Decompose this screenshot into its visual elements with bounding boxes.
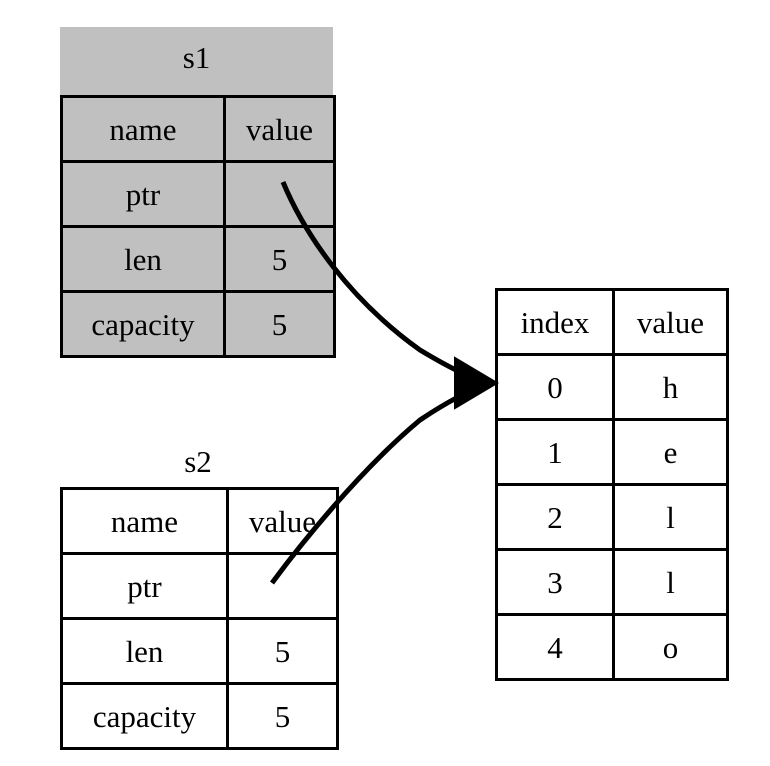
s1-table: name value ptr len 5 capacity 5 xyxy=(60,95,336,358)
array-row-3-value: l xyxy=(612,548,729,616)
s1-row-len-name: len xyxy=(60,225,226,293)
s1-row-capacity-value: 5 xyxy=(223,290,336,358)
table-row: 2 l xyxy=(495,483,729,551)
s2-title: s2 xyxy=(184,444,212,479)
s1-row-len-value: 5 xyxy=(223,225,336,293)
s1-title-background xyxy=(60,27,333,95)
array-row-1-index: 1 xyxy=(495,418,615,486)
array-header-value: value xyxy=(612,288,729,356)
table-row: len 5 xyxy=(60,225,336,293)
array-row-3-index: 3 xyxy=(495,548,615,616)
s1-row-capacity-name: capacity xyxy=(60,290,226,358)
array-row-4-index: 4 xyxy=(495,613,615,681)
table-row: name value xyxy=(60,487,339,555)
array-row-0-index: 0 xyxy=(495,353,615,421)
array-row-4-value: o xyxy=(612,613,729,681)
table-row: ptr xyxy=(60,160,336,228)
s2-row-len-value: 5 xyxy=(226,617,339,685)
s1-header-value: value xyxy=(223,95,336,163)
s2-row-capacity-value: 5 xyxy=(226,682,339,750)
table-row: index value xyxy=(495,288,729,356)
table-row: ptr xyxy=(60,552,339,620)
table-row: name value xyxy=(60,95,336,163)
s1-header-name: name xyxy=(60,95,226,163)
s1-row-ptr-name: ptr xyxy=(60,160,226,228)
s2-row-len-name: len xyxy=(60,617,229,685)
s2-row-ptr-value xyxy=(226,552,339,620)
s2-table: name value ptr len 5 capacity 5 xyxy=(60,487,339,750)
s2-row-ptr-name: ptr xyxy=(60,552,229,620)
table-row: capacity 5 xyxy=(60,290,336,358)
s2-row-capacity-name: capacity xyxy=(60,682,229,750)
table-row: 4 o xyxy=(495,613,729,681)
array-row-2-value: l xyxy=(612,483,729,551)
table-row: 1 e xyxy=(495,418,729,486)
array-header-index: index xyxy=(495,288,615,356)
s2-header-value: value xyxy=(226,487,339,555)
heap-array-table: index value 0 h 1 e 2 l 3 l 4 o xyxy=(495,288,729,681)
arrowhead-icon xyxy=(454,356,499,410)
table-row: len 5 xyxy=(60,617,339,685)
s1-title: s1 xyxy=(182,40,211,75)
array-row-2-index: 2 xyxy=(495,483,615,551)
table-row: capacity 5 xyxy=(60,682,339,750)
array-row-0-value: h xyxy=(612,353,729,421)
s1-row-ptr-value xyxy=(223,160,336,228)
array-row-1-value: e xyxy=(612,418,729,486)
table-row: 3 l xyxy=(495,548,729,616)
table-row: 0 h xyxy=(495,353,729,421)
s2-header-name: name xyxy=(60,487,229,555)
